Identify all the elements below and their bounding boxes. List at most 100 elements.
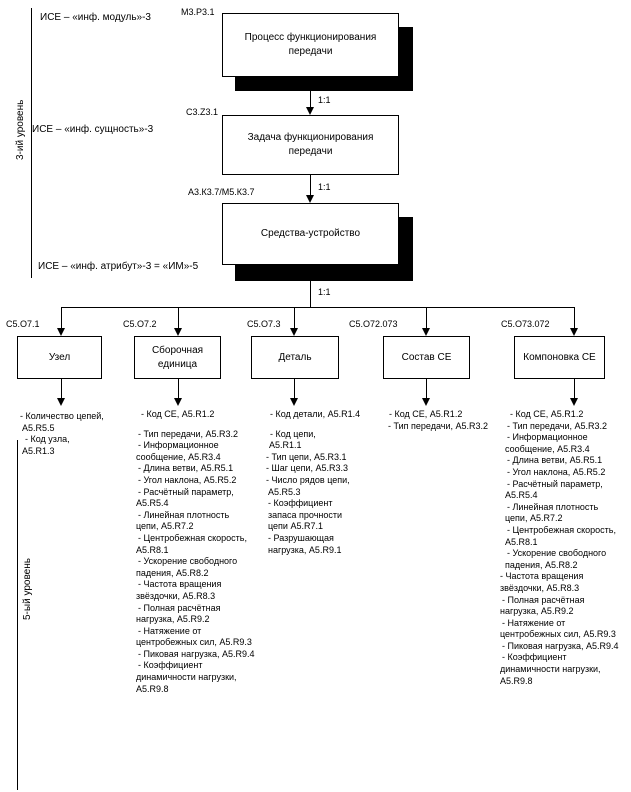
ise-module-label: ИСЕ – «инф. модуль»-3 — [40, 12, 151, 23]
attr-item: - Код СЕ, А5.R1.2 — [389, 409, 463, 419]
attr-item: - Информационное — [507, 432, 588, 443]
child-box-2: Сборочная единица — [134, 336, 221, 379]
attr-line-3 — [294, 379, 295, 399]
task-box: Задача функционирования передачи — [222, 115, 399, 175]
attr-item: - Линейная плотность — [507, 501, 599, 512]
attr-arrow-5 — [570, 398, 578, 406]
child-title-2-line2: единица — [157, 358, 198, 370]
child-title-3: Деталь — [278, 351, 312, 363]
attr-item: падения, А5.R8.2 — [136, 567, 209, 578]
attr-item: - Частота вращения — [138, 579, 222, 590]
attr-item: сообщение, А5.R3.4 — [505, 443, 590, 454]
attr-item: - Расчётный параметр, — [507, 478, 603, 489]
relation-1: 1:1 — [318, 95, 331, 105]
attr-item: - Длина ветви, А5.R5.1 — [507, 455, 603, 466]
attr-list-5: - Код СЕ, А5.R1.2 - Тип передачи, А5.R3.… — [500, 409, 619, 687]
branch-line-3 — [294, 307, 295, 329]
tree-horizontal-bar — [61, 307, 574, 308]
attr-item: звёздочки, А5.R8.3 — [500, 582, 580, 593]
attr-item: - Ускорение свободного — [138, 556, 238, 567]
attr-line-4 — [426, 379, 427, 399]
attr-item: - Пиковая нагрузка, А5.R9.4 — [502, 640, 619, 651]
task-title-line2: передачи — [288, 146, 333, 157]
branch-line-4 — [426, 307, 427, 329]
child-code-3: С5.О7.3 — [247, 319, 281, 329]
level5-bracket-line — [17, 440, 18, 790]
process-code: М3.Р3.1 — [181, 7, 215, 17]
branch-arrow-4 — [422, 328, 430, 336]
attr-item: - Длина ветви, А5.R5.1 — [138, 463, 234, 474]
attr-item: цепи, А5.R7.2 — [505, 513, 563, 524]
ise-entity-label: ИСЕ – «инф. сущность»-3 — [32, 124, 154, 135]
attr-arrow-4 — [422, 398, 430, 406]
attr-item: А5.R1.1 — [269, 440, 302, 451]
attr-item: цепи А5.R7.1 — [268, 521, 323, 532]
branch-arrow-2 — [174, 328, 182, 336]
attr-item: - Линейная плотность — [138, 509, 230, 520]
attr-item: - Частота вращения — [500, 571, 584, 582]
process-box: Процесс функционирования передачи — [222, 13, 399, 77]
attr-item: - Центробежная скорость, — [138, 532, 247, 543]
attr-item: А5.R5.4 — [136, 498, 169, 509]
attr-item: А5.R5.3 — [268, 486, 301, 497]
attr-list-3: - Код детали, А5.R1.4 - Код цепи, А5.R1.… — [266, 409, 360, 556]
attr-item: центробежных сил, А5.R9.3 — [500, 629, 616, 640]
child-code-2: С5.О7.2 — [123, 319, 157, 329]
attr-item: - Угол наклона, А5.R5.2 — [138, 474, 237, 485]
attr-list-2: - Код СЕ, А5.R1.2 - Тип передачи, А5.R3.… — [136, 409, 255, 695]
process-title-line2: передачи — [288, 46, 333, 57]
attr-item: - Коэффициент — [268, 498, 333, 509]
attr-item: А5.R9.8 — [136, 683, 169, 694]
attr-item: - Число рядов цепи, — [266, 474, 350, 485]
device-title: Средства-устройство — [260, 228, 361, 239]
attr-item: нагрузка, А5.R9.1 — [268, 544, 342, 555]
attr-item: - Угол наклона, А5.R5.2 — [507, 466, 606, 477]
attr-item: - Коэффициент — [138, 660, 203, 671]
level3-bracket-line — [31, 8, 32, 278]
relation-3: 1:1 — [318, 287, 331, 297]
attr-item: центробежных сил, А5.R9.3 — [136, 637, 252, 648]
child-title-5: Компоновка СЕ — [523, 351, 596, 363]
attr-item: запаса прочности — [268, 509, 343, 520]
attr-item: А5.R9.8 — [500, 675, 533, 686]
attr-item: цепи, А5.R7.2 — [136, 521, 194, 532]
attr-arrow-2 — [174, 398, 182, 406]
attr-arrow-3 — [290, 398, 298, 406]
attr-item: - Код СЕ, А5.R1.2 — [510, 409, 584, 419]
attr-item: - Код детали, А5.R1.4 — [270, 409, 361, 419]
branch-arrow-5 — [570, 328, 578, 336]
attr-list-1: - Количество цепей, А5.R5.5 - Код узла, … — [20, 411, 104, 457]
attr-item: - Количество цепей, — [20, 411, 104, 421]
relation-2: 1:1 — [318, 182, 331, 192]
attr-item: - Код цепи, — [270, 428, 316, 439]
attr-arrow-1 — [57, 398, 65, 406]
attr-item: - Тип передачи, А5.R3.2 — [138, 428, 238, 439]
ise-attr-label: ИСЕ – «инф. атрибут»-3 = «ИМ»-5 — [38, 261, 199, 272]
branch-line-1 — [61, 307, 62, 329]
arrow-to-task — [306, 107, 314, 115]
device-box: Средства-устройство — [222, 203, 399, 265]
attr-line-2 — [178, 379, 179, 399]
connector-process-task — [310, 91, 311, 108]
task-title-line1: Задача функционирования — [247, 132, 374, 143]
child-code-4: С5.О72.073 — [349, 319, 398, 329]
child-title-4: Состав СЕ — [401, 351, 452, 363]
level3-label: 3-ий уровень — [15, 99, 26, 160]
child-title-2-line1: Сборочная — [151, 344, 204, 356]
child-box-4: Состав СЕ — [383, 336, 470, 379]
attr-item: - Натяжение от — [502, 617, 566, 628]
attr-item: - Пиковая нагрузка, А5.R9.4 — [138, 648, 255, 659]
attr-item: звёздочки, А5.R8.3 — [136, 590, 216, 601]
attr-item: - Коэффициент — [502, 652, 567, 663]
branch-line-5 — [574, 307, 575, 329]
attr-item: сообщение, А5.R3.4 — [136, 451, 221, 462]
attr-item: А5.R8.1 — [505, 536, 538, 547]
child-box-3: Деталь — [251, 336, 339, 379]
child-box-5: Компоновка СЕ — [514, 336, 605, 379]
attr-item: - Тип передачи, А5.R3.2 — [507, 420, 607, 431]
branch-arrow-3 — [290, 328, 298, 336]
attr-item: - Разрушающая — [268, 532, 334, 543]
attr-item: нагрузка, А5.R9.2 — [136, 614, 210, 625]
child-title-1: Узел — [48, 351, 71, 363]
attr-item: - Центробежная скорость, — [507, 524, 616, 535]
